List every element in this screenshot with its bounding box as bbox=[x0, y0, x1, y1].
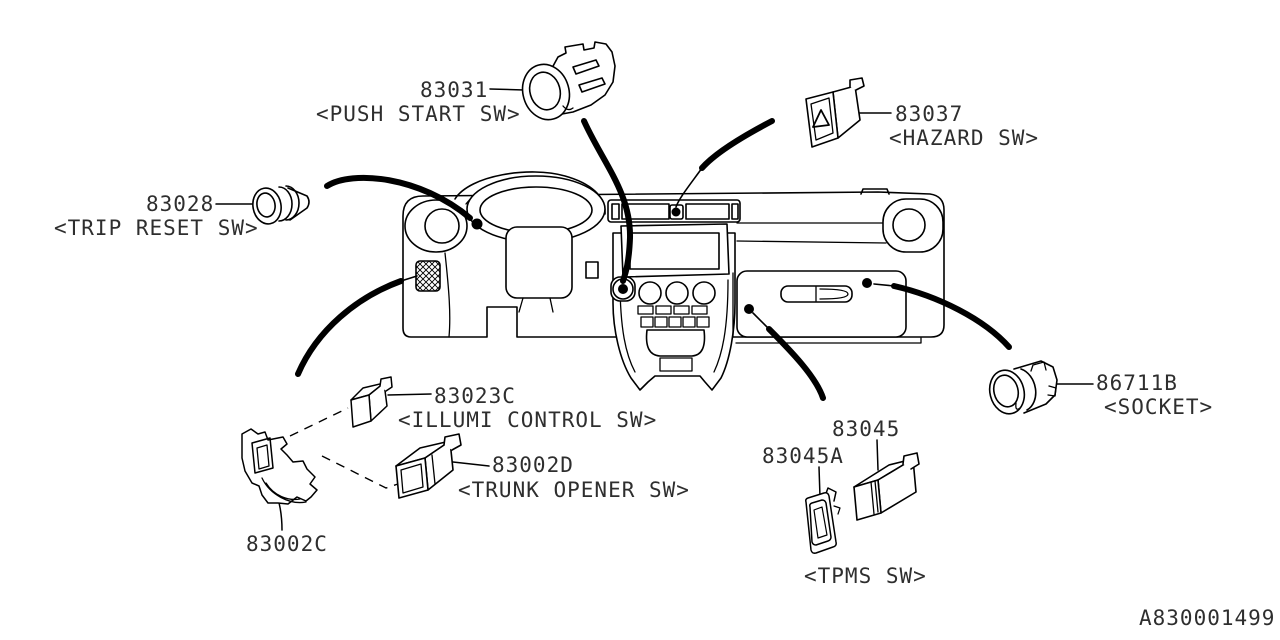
right-vent-inner bbox=[892, 208, 926, 242]
label-tpms-sub-number: 83045A bbox=[762, 444, 844, 468]
illumi-switch-location bbox=[415, 260, 441, 292]
trunk-label-line bbox=[452, 461, 490, 467]
label-tpms-number: 83045 bbox=[832, 417, 901, 441]
display-bezel bbox=[620, 223, 730, 278]
component-hazard-switch bbox=[805, 77, 865, 148]
vent-cap-left bbox=[611, 203, 620, 220]
climate-knob-3 bbox=[692, 281, 716, 305]
dashed-bracket-to-trunk bbox=[321, 455, 399, 489]
socket-leader-thin bbox=[873, 283, 895, 287]
push-start-label-line bbox=[489, 88, 525, 91]
illumi-leader-thick bbox=[295, 278, 404, 377]
hazard-triangle-icon bbox=[812, 109, 830, 128]
trip-reset-mount-dot bbox=[471, 218, 483, 230]
tpms-sub-label-line bbox=[818, 466, 821, 498]
glove-box-handle-divider bbox=[815, 286, 849, 302]
console-buttons bbox=[637, 305, 710, 328]
dash-top-detail bbox=[860, 188, 890, 195]
push-start-leader-thick bbox=[581, 118, 634, 284]
push-start-mount-dot bbox=[618, 284, 628, 294]
component-illumi-control-switch bbox=[350, 376, 393, 428]
assembly-dashed-lines bbox=[289, 407, 399, 489]
label-socket-name: <SOCKET> bbox=[1104, 395, 1214, 419]
tpms-label-line bbox=[876, 439, 879, 471]
diagram-id: A830001499 bbox=[1139, 606, 1276, 630]
glove-box bbox=[736, 270, 907, 338]
cluster-gauge bbox=[424, 208, 460, 244]
shifter-boot bbox=[659, 357, 693, 372]
climate-knob-2 bbox=[665, 281, 689, 305]
switch-blank bbox=[585, 261, 599, 279]
climate-knob-1 bbox=[638, 281, 662, 305]
vent-left bbox=[621, 203, 670, 220]
label-hazard-name: <HAZARD SW> bbox=[889, 126, 1040, 150]
label-leader-lines bbox=[215, 88, 1094, 531]
right-vent-outer bbox=[882, 198, 944, 253]
component-tpms-plate bbox=[805, 487, 841, 554]
label-socket-number: 86711B bbox=[1096, 371, 1178, 395]
component-push-start-switch bbox=[521, 41, 616, 121]
tpms-leader-thin bbox=[752, 312, 770, 330]
vent-right bbox=[685, 203, 730, 220]
leader-curves bbox=[295, 118, 1012, 401]
cluster-hood bbox=[404, 199, 468, 253]
component-trip-reset-switch bbox=[252, 185, 310, 225]
shifter-surround bbox=[645, 329, 706, 357]
label-trip-reset-name: <TRIP RESET SW> bbox=[54, 216, 259, 240]
component-tpms-switch bbox=[853, 452, 920, 521]
socket-leader-thick bbox=[891, 283, 1012, 350]
hazard-leader-thin bbox=[675, 167, 703, 208]
label-trip-reset-number: 83028 bbox=[146, 192, 215, 216]
hazard-leader-thick bbox=[699, 118, 775, 171]
dashboard-drawing bbox=[402, 171, 945, 391]
label-bracket-number: 83002C bbox=[246, 532, 328, 556]
mount-point-dots bbox=[471, 207, 872, 314]
tpms-mount-dot bbox=[744, 304, 754, 314]
illumi-leader-thin bbox=[400, 275, 418, 282]
label-trunk-number: 83002D bbox=[492, 453, 574, 477]
illumi-label-line bbox=[387, 393, 432, 396]
socket-mount-dot bbox=[862, 278, 872, 288]
component-trunk-opener-switch bbox=[395, 433, 462, 499]
dashed-bracket-to-illumi bbox=[289, 407, 349, 437]
label-trunk-name: <TRUNK OPENER SW> bbox=[458, 478, 690, 502]
label-push-start-number: 83031 bbox=[420, 78, 489, 102]
hazard-mount-dot bbox=[671, 207, 681, 217]
vent-cap-right bbox=[731, 203, 739, 220]
tpms-leader-thick bbox=[766, 326, 826, 401]
trip-reset-leader-thick bbox=[324, 174, 473, 221]
steering-pad bbox=[505, 226, 573, 299]
label-illumi-name: <ILLUMI CONTROL SW> bbox=[398, 408, 658, 432]
dash-left-crease bbox=[444, 252, 451, 338]
component-socket bbox=[988, 360, 1058, 415]
steering-column bbox=[518, 297, 554, 313]
glove-box-lower-lip bbox=[735, 337, 922, 344]
component-switch-bracket bbox=[241, 428, 318, 505]
label-tpms-name: <TPMS SW> bbox=[804, 564, 927, 588]
dash-crease-lines bbox=[736, 222, 887, 244]
label-illumi-number: 83023C bbox=[434, 384, 516, 408]
label-push-start-name: <PUSH START SW> bbox=[316, 102, 521, 126]
label-hazard-number: 83037 bbox=[895, 102, 964, 126]
glove-box-handle bbox=[780, 285, 853, 303]
